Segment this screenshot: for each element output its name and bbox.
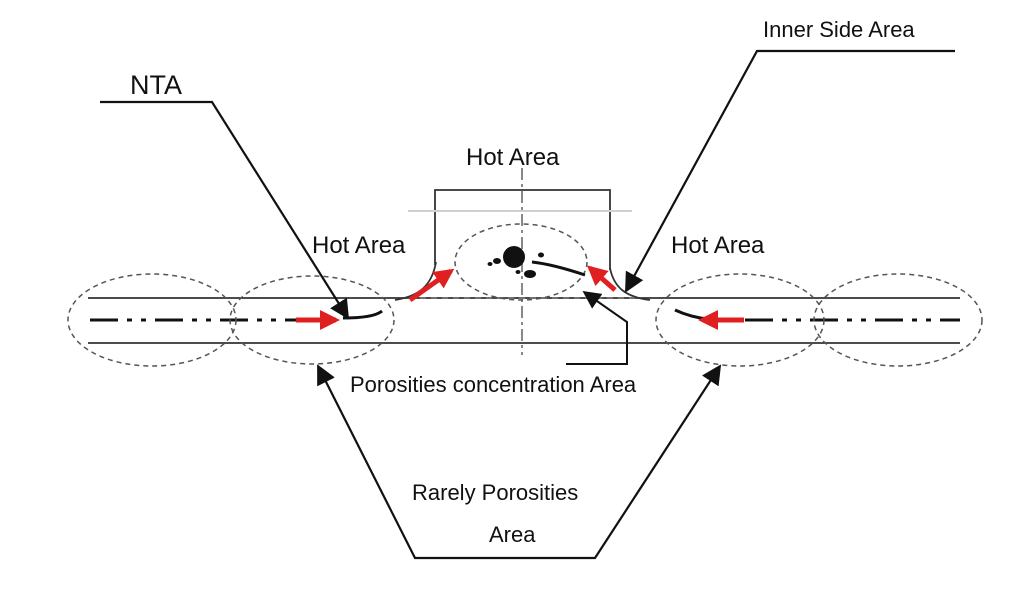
label-nta: NTA	[130, 70, 182, 100]
fillet-right	[609, 267, 651, 301]
ellipse-left	[229, 275, 395, 365]
ellipse-center	[454, 223, 588, 301]
ellipse-far-right	[813, 273, 983, 367]
weld-path-center	[531, 260, 586, 277]
label-hot-area-left: Hot Area	[312, 232, 406, 259]
label-inner-side-area: Inner Side Area	[763, 17, 915, 42]
porosity-large	[503, 246, 525, 268]
flow-arrow-fillet-left	[408, 268, 455, 303]
label-rarely-porosities-line2: Area	[489, 522, 536, 547]
stud-outline	[434, 189, 611, 270]
porosity-concentration-leader	[566, 290, 628, 365]
porosity-small-1	[493, 258, 501, 264]
rarely-porosities-leader	[317, 364, 722, 560]
weld-path-left	[342, 309, 383, 320]
label-porosities-concentration: Porosities concentration Area	[350, 372, 637, 397]
label-hot-area-top: Hot Area	[466, 144, 560, 171]
flow-arrow-fillet-right	[586, 265, 617, 292]
label-hot-area-right: Hot Area	[671, 232, 765, 259]
label-rarely-porosities-line1: Rarely Porosities	[412, 480, 578, 505]
porosity-small-4	[538, 252, 544, 258]
nta-leader	[100, 100, 350, 320]
ellipse-far-left	[67, 273, 237, 367]
ellipse-right	[655, 273, 825, 367]
porosity-small-5	[515, 270, 521, 274]
inner-side-leader	[625, 49, 955, 293]
porosity-small-3	[524, 270, 536, 278]
porosity-small-2	[487, 262, 493, 266]
